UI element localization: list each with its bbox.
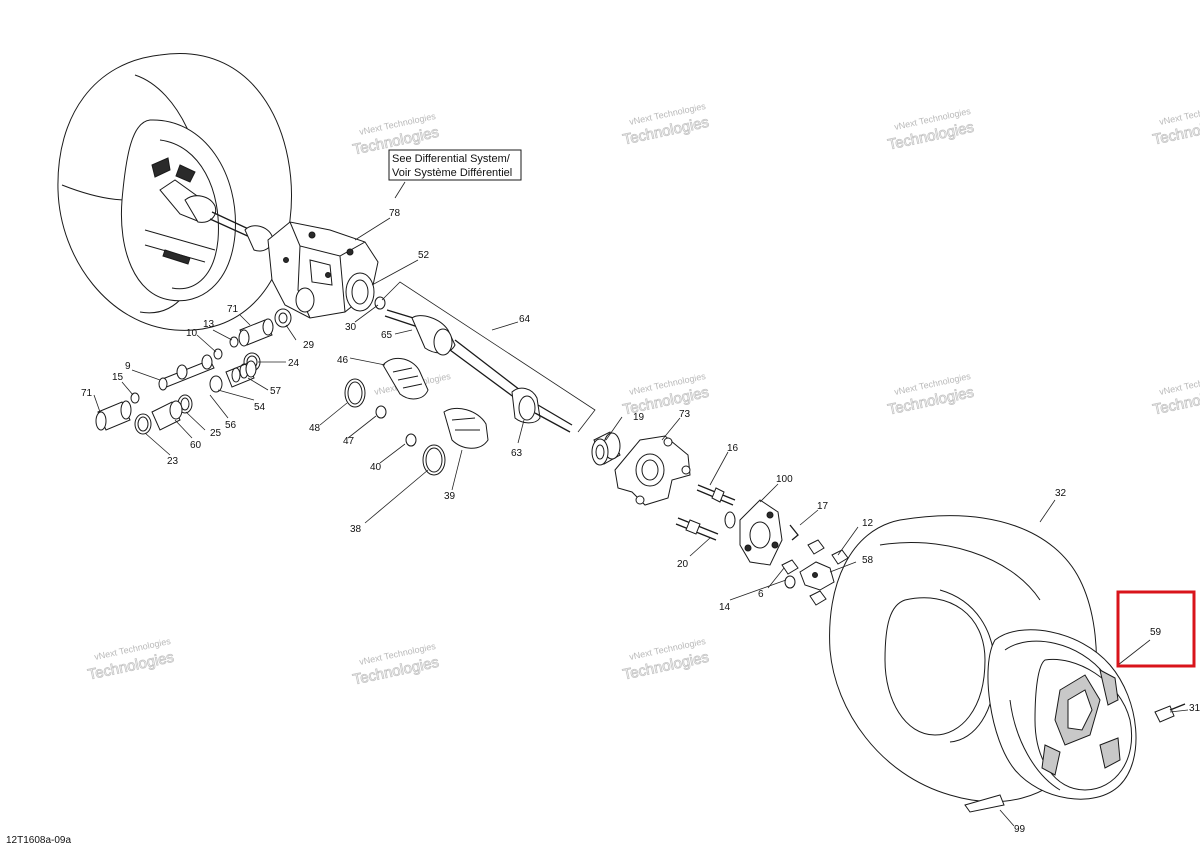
part-58-nut [799,561,835,591]
watermark: vNext Technologies Technologies [886,371,976,419]
callout-25: 25 [210,428,222,439]
watermark: vNext Technologies Technologies [1151,101,1200,149]
part-16-bolt [696,484,736,506]
callout-24: 24 [288,358,300,369]
callout-73: 73 [679,409,691,420]
callout-71-bottom: 71 [81,388,93,399]
callout-12: 12 [862,518,874,529]
callout-58: 58 [862,555,874,566]
callout-100: 100 [776,474,793,485]
part-31-valve [1154,703,1186,723]
callout-38: 38 [350,524,362,535]
part-59-rim [987,629,1137,800]
diagram-code: 12T1608a-09a [6,835,71,846]
callout-48: 48 [309,423,321,434]
callout-16: 16 [727,443,739,454]
callouts: 78 52 30 71 29 10 13 24 9 15 71 57 54 56… [81,208,1200,835]
half-shaft [384,309,573,433]
part-29-ring [274,308,292,328]
leader-lines [93,181,1189,827]
part-17-pin [789,524,799,541]
callout-47: 47 [343,436,355,447]
part-71-sleeve-top [238,318,274,347]
callout-19: 19 [633,412,645,423]
callout-13: 13 [203,319,215,330]
part-46-boot [382,357,429,400]
watermark: vNext Technologies Technologies [86,636,176,684]
watermark: vNext Technologies Technologies [621,101,711,149]
callout-30: 30 [345,322,357,333]
watermark: vNext Technologies Technologies [1151,371,1200,419]
callout-56: 56 [225,420,237,431]
callout-54: 54 [254,402,266,413]
part-64-frame [381,281,596,433]
highlight-box-59 [1116,590,1196,668]
callout-63: 63 [511,448,523,459]
callout-52: 52 [418,250,430,261]
callout-40: 40 [370,462,382,473]
callout-32: 32 [1055,488,1067,499]
part-14-washer [784,575,796,589]
part-10-nut [213,348,223,360]
callout-60: 60 [190,440,202,451]
watermark: vNext Technologies Technologies [886,106,976,154]
callout-9: 9 [125,361,131,372]
callout-23: 23 [167,456,179,467]
watermark: vNext Technologies Technologies [351,641,441,689]
callout-65: 65 [381,330,393,341]
part-39-boot [443,408,489,449]
callout-29: 29 [303,340,315,351]
part-100-hub [724,499,783,566]
callout-20: 20 [677,559,689,570]
part-54-ring [209,375,223,393]
callout-59: 59 [1150,627,1162,638]
part-13-washer [229,336,239,348]
callout-14: 14 [719,602,731,613]
part-15-ring [130,392,140,404]
part-20-bolt [675,517,719,541]
part-12-nut [807,539,849,606]
callout-71-top: 71 [227,304,239,315]
part-71-sleeve-bottom [95,400,132,431]
part-19-bearing [591,431,621,466]
part-6-nut [781,559,799,575]
part-57-boot [225,360,257,388]
part-40-clamp [405,433,417,447]
callout-31: 31 [1189,703,1200,714]
part-73-knuckle [614,435,691,506]
callout-10: 10 [186,328,198,339]
callout-6: 6 [758,589,764,600]
callout-99: 99 [1014,824,1026,835]
callout-78: 78 [389,208,401,219]
callout-39: 39 [444,491,456,502]
left-axle-cv [159,179,273,252]
part-23-ring [134,413,152,435]
callout-15: 15 [112,372,124,383]
callout-46: 46 [337,355,349,366]
callout-17: 17 [817,501,829,512]
part-38-clamp [422,444,446,476]
watermark: vNext Technologies Technologies [621,636,711,684]
see-differential-note: See Differential System/ Voir Système Di… [388,149,522,181]
note-line-2: Voir Système Différentiel [392,167,512,179]
part-47-clamp [375,405,387,419]
part-48-clamp [344,378,366,408]
part-9-shaft [158,354,215,391]
part-60-cup [151,400,183,431]
note-line-1: See Differential System/ [392,153,511,165]
differential [267,221,379,319]
part-99-weight [964,794,1005,813]
callout-57: 57 [270,386,282,397]
callout-64: 64 [519,314,531,325]
